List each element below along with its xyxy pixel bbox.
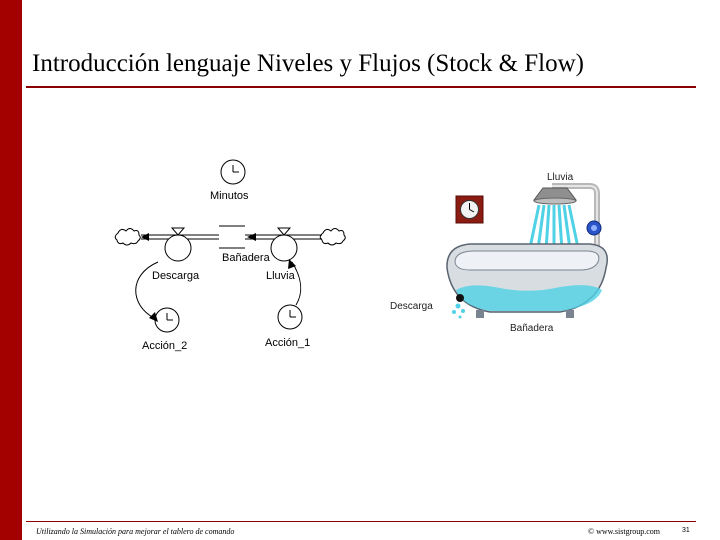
accion1-clock-icon xyxy=(278,305,302,329)
illustration-descarga-label: Descarga xyxy=(390,301,433,312)
accion2-label: Acción_2 xyxy=(142,340,187,352)
footer-copyright: © www.sistgroup.com xyxy=(588,527,660,536)
banadera-stock xyxy=(219,226,245,248)
illustration-lluvia-label: Lluvia xyxy=(547,172,574,183)
accion1-label: Acción_1 xyxy=(265,337,310,349)
cloud-source-icon xyxy=(320,229,345,246)
lluvia-flow-label: Lluvia xyxy=(266,270,296,282)
accion1-link-arrow xyxy=(292,262,301,305)
banadera-stock-label: Bañadera xyxy=(222,252,271,264)
minutos-clock-icon xyxy=(221,160,245,184)
cloud-sink-icon xyxy=(115,229,140,246)
minutos-label: Minutos xyxy=(210,190,249,202)
descarga-flow-label: Descarga xyxy=(152,270,200,282)
drain-plug-icon xyxy=(456,294,464,302)
descarga-flow xyxy=(141,228,219,261)
illustration-banadera-label: Bañadera xyxy=(510,323,554,334)
footer-divider xyxy=(26,521,696,522)
footer-caption: Utilizando la Simulación para mejorar el… xyxy=(36,527,234,536)
bathtub-illustration xyxy=(447,186,607,319)
draining-water xyxy=(452,304,465,319)
accion2-clock-icon xyxy=(155,308,179,332)
page-number: 31 xyxy=(682,527,690,534)
